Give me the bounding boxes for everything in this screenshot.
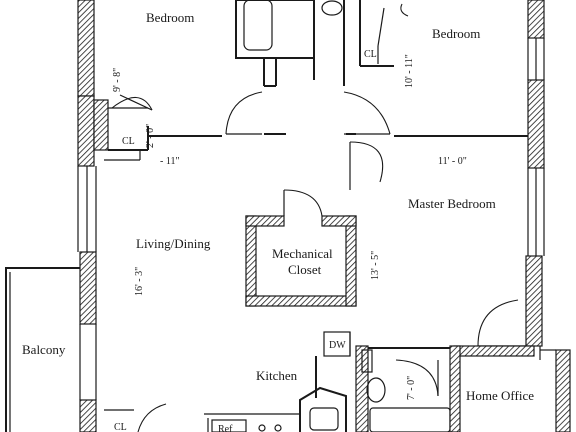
dimension-mechanical-closet-depth: 13' - 5" [370, 251, 381, 280]
dimension-bedroom-left: 9' - 8" [112, 68, 123, 92]
refrigerator-label: Ref [218, 424, 233, 432]
closet-label-upper-right: CL [364, 49, 377, 60]
room-label-living-dining: Living/Dining [136, 236, 211, 251]
bathroom-top [235, 0, 345, 87]
room-label-kitchen: Kitchen [256, 368, 298, 383]
room-label-bedroom-left: Bedroom [146, 10, 194, 25]
bedroom-left-walls [93, 94, 222, 161]
room-label-bedroom-right: Bedroom [432, 26, 480, 41]
closet-label-upper-left: CL [122, 136, 135, 147]
dishwasher-label: DW [329, 340, 346, 351]
dimension-master-bedroom-width: 11' - 0" [438, 156, 467, 167]
mechanical-closet-walls [245, 189, 357, 307]
closet-label-lower-left: CL [114, 422, 127, 432]
hall-doors [225, 91, 528, 190]
room-label-balcony: Balcony [22, 342, 66, 357]
exterior-walls [77, 0, 571, 432]
dimension-bath-width: 7' - 0" [406, 376, 417, 400]
dimension-closet-left-a: 2' - 0" [145, 124, 156, 148]
dimension-bedroom-right: 10' - 11" [404, 54, 415, 88]
room-label-home-office: Home Office [466, 388, 534, 403]
kitchen-walls [104, 331, 351, 432]
room-label-mechanical-closet-line2: Closet [288, 262, 322, 277]
bedroom-right-walls [359, 0, 409, 67]
room-label-mechanical-closet-line1: Mechanical [272, 246, 333, 261]
dimension-living-dining-depth: 16' - 3" [134, 267, 145, 296]
dimension-closet-left-b: - 11" [160, 156, 180, 167]
room-label-master-bedroom: Master Bedroom [408, 196, 496, 211]
master-bedroom-walls [355, 299, 535, 432]
bath-bottom [361, 345, 461, 432]
balcony-outline [5, 267, 80, 432]
